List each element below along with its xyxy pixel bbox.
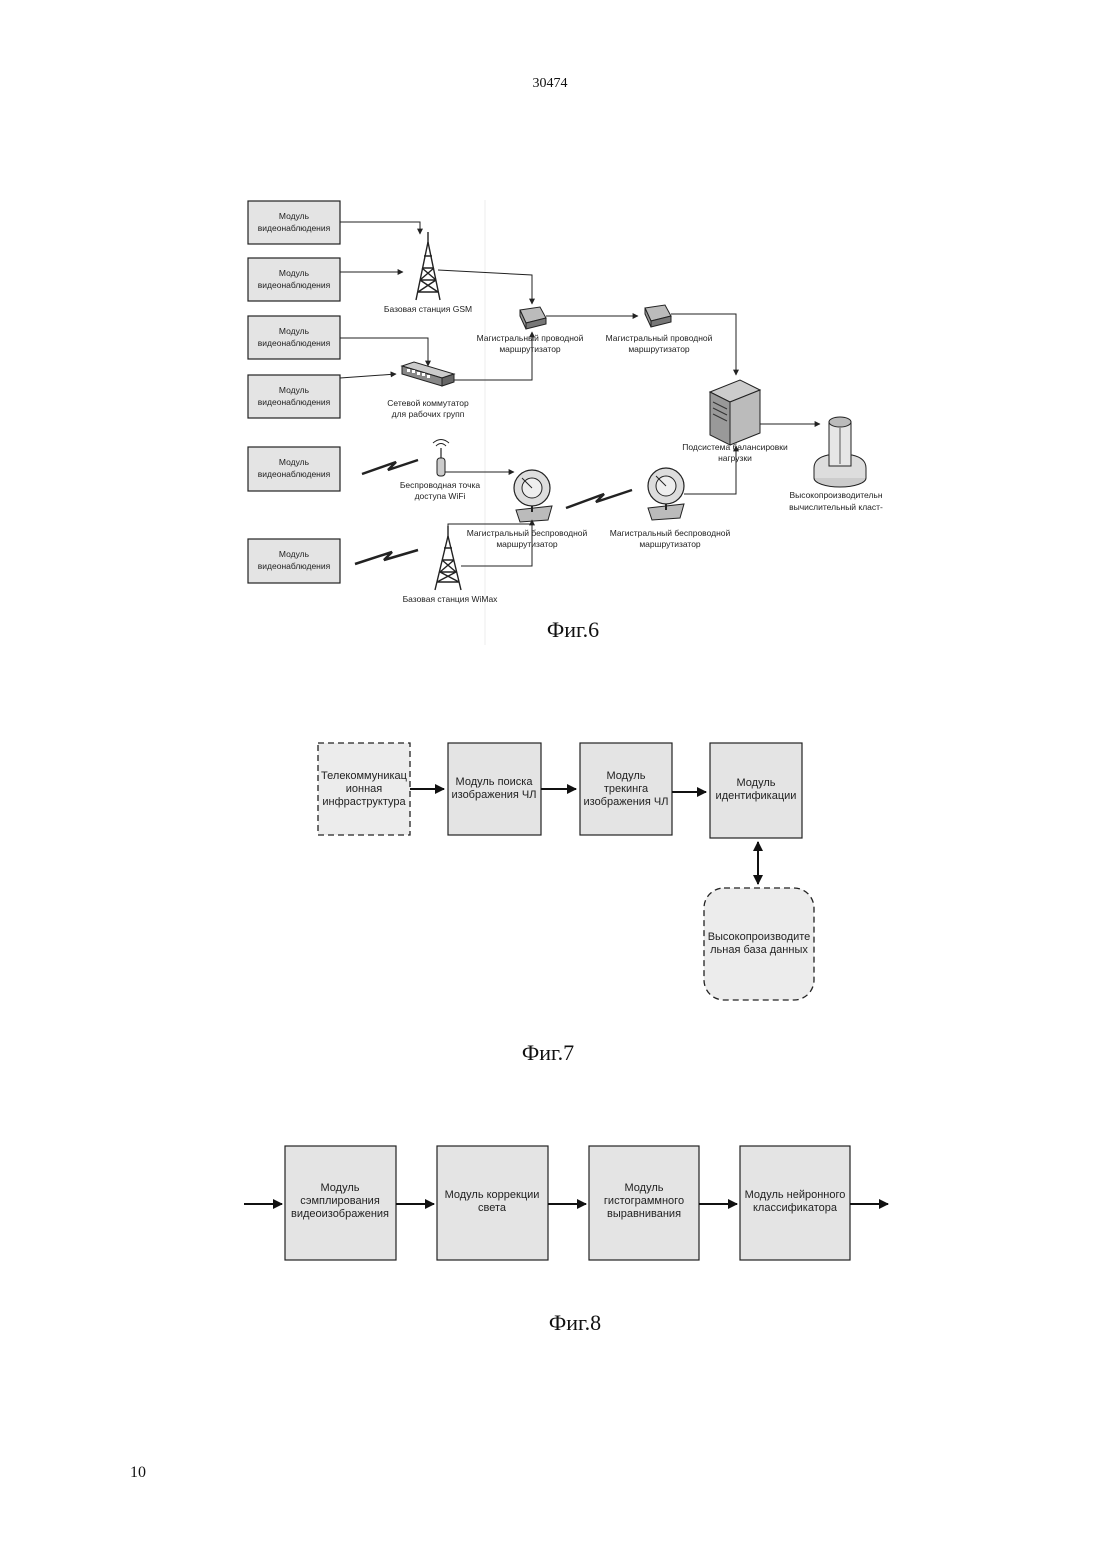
svg-text:видеонаблюдения: видеонаблюдения bbox=[258, 469, 331, 479]
wireless-router-1-label-1: Магистральный беспроводной bbox=[467, 528, 588, 538]
svg-text:Модуль поиска: Модуль поиска bbox=[456, 776, 534, 788]
svg-text:видеонаблюдения: видеонаблюдения bbox=[258, 280, 331, 290]
svg-text:трекинга: трекинга bbox=[604, 783, 649, 795]
telecom-infrastructure-block: Телекоммуникац ионная инфраструктура bbox=[318, 743, 410, 835]
svg-text:Модуль: Модуль bbox=[625, 1182, 664, 1194]
wired-router-2-label-2: маршрутизатор bbox=[628, 344, 690, 354]
svg-text:Модуль нейронного: Модуль нейронного bbox=[745, 1189, 846, 1201]
identification-module: Модуль идентификации bbox=[710, 743, 802, 838]
cluster-label-2: вычислительный класт- bbox=[789, 502, 883, 512]
svg-text:ионная: ионная bbox=[346, 783, 383, 795]
wireless-router-2-label-1: Магистральный беспроводной bbox=[610, 528, 731, 538]
svg-text:Модуль: Модуль bbox=[321, 1182, 360, 1194]
balancer-label-1: Подсистема балансировки bbox=[682, 442, 788, 452]
svg-text:видеоизображения: видеоизображения bbox=[291, 1208, 389, 1220]
wireless-signal-icon bbox=[362, 460, 418, 474]
svg-text:Модуль: Модуль bbox=[279, 549, 310, 559]
database-block: Высокопроизводите льная база данных bbox=[704, 888, 814, 1000]
switch-label-1: Сетевой коммутатор bbox=[387, 398, 469, 408]
svg-text:Модуль: Модуль bbox=[279, 211, 310, 221]
histogram-equalization-module: Модуль гистограммного выравнивания bbox=[589, 1146, 699, 1260]
fig8-caption: Фиг.8 bbox=[549, 1310, 601, 1335]
wireless-link-icon bbox=[566, 490, 632, 508]
fig8-diagram: Модуль сэмплирования видеоизображения Мо… bbox=[244, 1146, 888, 1335]
switch-label-2: для рабочих групп bbox=[392, 409, 465, 419]
svg-text:классификатора: классификатора bbox=[753, 1202, 838, 1214]
wireless-router-2-icon bbox=[648, 468, 684, 520]
balancer-label-2: нагрузки bbox=[718, 453, 752, 463]
svg-text:видеонаблюдения: видеонаблюдения bbox=[258, 397, 331, 407]
svg-text:света: света bbox=[478, 1202, 507, 1214]
svg-text:льная база данных: льная база данных bbox=[710, 944, 808, 956]
wifi-access-point-icon bbox=[433, 440, 449, 477]
wifi-label-2: доступа WiFi bbox=[415, 491, 466, 501]
svg-text:видеонаблюдения: видеонаблюдения bbox=[258, 561, 331, 571]
sampling-module: Модуль сэмплирования видеоизображения bbox=[285, 1146, 396, 1260]
gsm-label: Базовая станция GSM bbox=[384, 304, 472, 314]
gsm-tower-icon bbox=[416, 232, 440, 300]
svg-text:выравнивания: выравнивания bbox=[607, 1208, 681, 1220]
svg-text:Модуль: Модуль bbox=[279, 326, 310, 336]
svg-text:Модуль: Модуль bbox=[607, 770, 646, 782]
fig6-module-5: Модуль видеонаблюдения bbox=[248, 447, 340, 491]
wired-router-1-label-1: Магистральный проводной bbox=[477, 333, 584, 343]
wired-router-1-icon bbox=[520, 307, 546, 329]
wired-router-2-label-1: Магистральный проводной bbox=[606, 333, 713, 343]
svg-text:изображения ЧЛ: изображения ЧЛ bbox=[584, 796, 669, 808]
neural-classifier-module: Модуль нейронного классификатора bbox=[740, 1146, 850, 1260]
fig7-diagram: Телекоммуникац ионная инфраструктура Мод… bbox=[318, 743, 814, 1065]
svg-text:инфраструктура: инфраструктура bbox=[322, 796, 406, 808]
light-correction-module: Модуль коррекции света bbox=[437, 1146, 548, 1260]
svg-text:гистограммного: гистограммного bbox=[604, 1195, 684, 1207]
cluster-label-1: Высокопроизводительн bbox=[789, 490, 882, 500]
fig6-module-3: Модуль видеонаблюдения bbox=[248, 316, 340, 359]
fig6-module-1: Модуль видеонаблюдения bbox=[248, 201, 340, 244]
fig7-caption: Фиг.7 bbox=[522, 1040, 574, 1065]
svg-text:Высокопроизводите: Высокопроизводите bbox=[708, 931, 811, 943]
cluster-icon bbox=[814, 417, 866, 487]
svg-text:Телекоммуникац: Телекоммуникац bbox=[321, 770, 408, 782]
wireless-router-2-label-2: маршрутизатор bbox=[639, 539, 701, 549]
wireless-signal-icon-2 bbox=[355, 550, 418, 564]
wireless-router-1-icon bbox=[514, 470, 552, 522]
svg-text:Модуль: Модуль bbox=[279, 457, 310, 467]
fig6-module-6: Модуль видеонаблюдения bbox=[248, 539, 340, 583]
wifi-label-1: Беспроводная точка bbox=[400, 480, 481, 490]
wireless-router-1-label-2: маршрутизатор bbox=[496, 539, 558, 549]
svg-text:видеонаблюдения: видеонаблюдения bbox=[258, 223, 331, 233]
wimax-label: Базовая станция WiMax bbox=[403, 594, 499, 604]
svg-text:сэмплирования: сэмплирования bbox=[300, 1195, 380, 1207]
wired-router-2-icon bbox=[645, 305, 671, 327]
server-icon bbox=[710, 380, 760, 445]
fig6-module-4: Модуль видеонаблюдения bbox=[248, 375, 340, 418]
svg-text:Модуль коррекции: Модуль коррекции bbox=[445, 1189, 540, 1201]
fig6-diagram: Модуль видеонаблюдения Модуль видеонаблю… bbox=[248, 200, 883, 645]
svg-text:Модуль: Модуль bbox=[279, 268, 310, 278]
image-search-module: Модуль поиска изображения ЧЛ bbox=[448, 743, 541, 835]
svg-text:изображения ЧЛ: изображения ЧЛ bbox=[452, 789, 537, 801]
svg-text:видеонаблюдения: видеонаблюдения bbox=[258, 338, 331, 348]
svg-text:Модуль: Модуль bbox=[737, 777, 776, 789]
svg-text:Модуль: Модуль bbox=[279, 385, 310, 395]
wimax-tower-icon bbox=[435, 526, 461, 590]
svg-text:идентификации: идентификации bbox=[716, 790, 797, 802]
fig6-caption: Фиг.6 bbox=[547, 617, 599, 642]
wired-router-1-label-2: маршрутизатор bbox=[499, 344, 561, 354]
fig6-module-2: Модуль видеонаблюдения bbox=[248, 258, 340, 301]
image-tracking-module: Модуль трекинга изображения ЧЛ bbox=[580, 743, 672, 835]
